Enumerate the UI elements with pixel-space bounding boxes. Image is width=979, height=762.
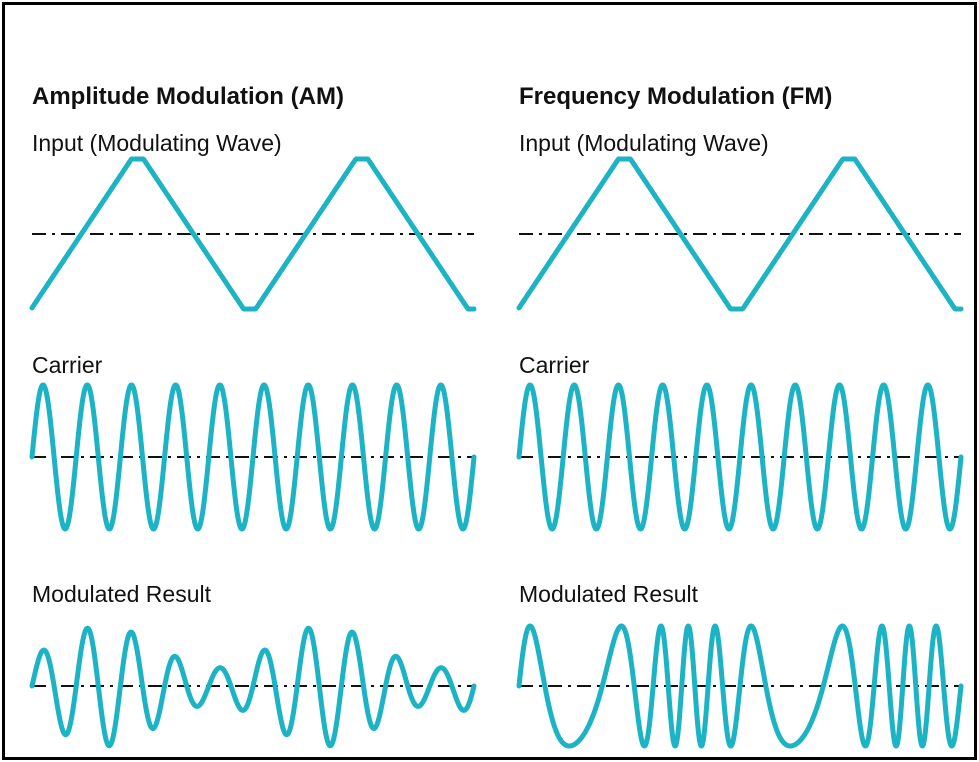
am-carrier-wave xyxy=(29,382,477,532)
fm-title: Frequency Modulation (FM) xyxy=(519,83,833,110)
fm-carrier-wave xyxy=(516,382,964,532)
fm-input-label: Input (Modulating Wave) xyxy=(519,130,769,156)
am-carrier-label: Carrier xyxy=(32,352,103,378)
am-modulated-wave xyxy=(29,625,477,749)
am-result-label: Modulated Result xyxy=(32,581,211,607)
fm-carrier-label: Carrier xyxy=(519,352,590,378)
fm-modulated-wave xyxy=(516,623,964,749)
fm-result-label: Modulated Result xyxy=(519,581,698,607)
am-input-label: Input (Modulating Wave) xyxy=(32,130,282,156)
am-title: Amplitude Modulation (AM) xyxy=(32,83,344,110)
am-input-wave xyxy=(29,156,477,312)
fm-input-wave xyxy=(516,156,964,312)
